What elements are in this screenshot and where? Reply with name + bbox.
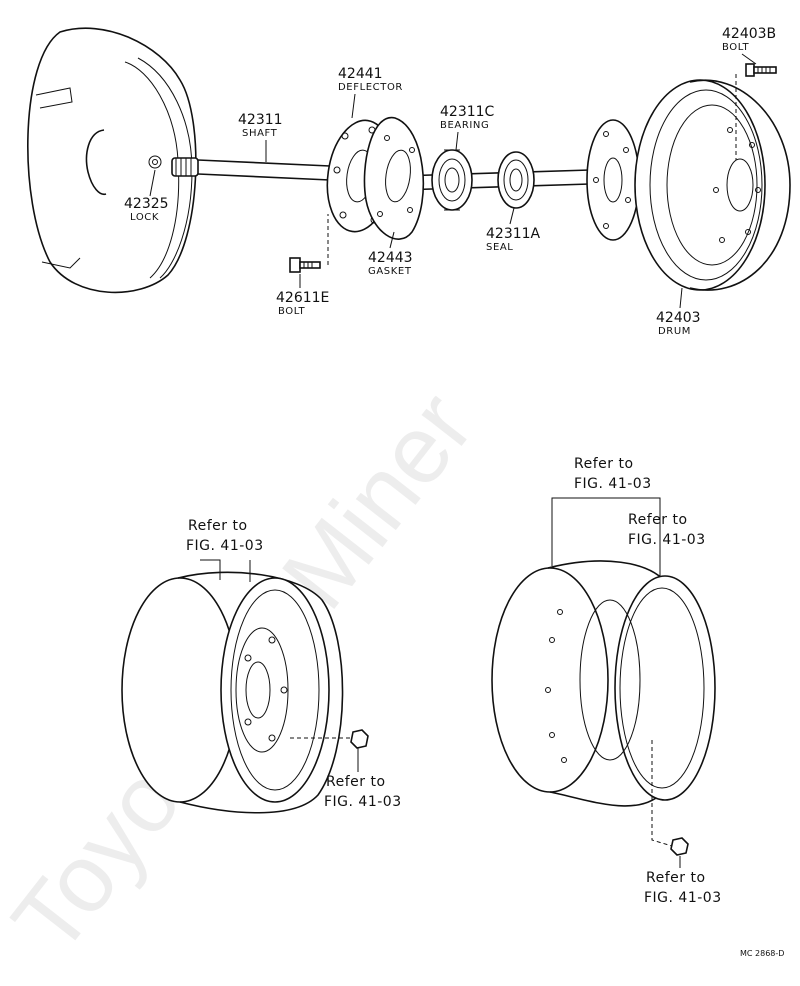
callout-shaft: 42311 SHAFT (238, 112, 283, 162)
part-number: 42311C (440, 104, 495, 120)
figure-code: MC 2868-D (740, 949, 784, 958)
part-number: 42441 (338, 66, 383, 82)
part-name: LOCK (130, 212, 159, 223)
bearing-drawing (431, 149, 473, 211)
drum-bolt-drawing (735, 63, 777, 160)
part-name: GASKET (368, 266, 412, 277)
gasket-drawing (363, 116, 425, 240)
part-name: SHAFT (242, 128, 278, 139)
part-number: 42325 (124, 196, 169, 212)
ref-line2: FIG. 41-03 (574, 476, 652, 492)
ref-line2: FIG. 41-03 (324, 794, 402, 810)
ref-line2: FIG. 41-03 (186, 538, 264, 554)
part-name: BOLT (278, 306, 306, 317)
part-number: 42311 (238, 112, 283, 128)
part-name: DRUM (658, 326, 691, 337)
part-name: BOLT (722, 42, 750, 53)
reference-right-rim: Refer to FIG. 41-03 (628, 512, 706, 548)
ref-line2: FIG. 41-03 (644, 890, 722, 906)
wheel-nut-right-drawing (651, 740, 689, 868)
backing-plate-drawing (27, 27, 197, 294)
reference-right-nut: Refer to FIG. 41-03 (644, 870, 722, 906)
callout-drum: 42403 DRUM (656, 287, 701, 337)
part-name: DEFLECTOR (338, 82, 403, 93)
brake-drum-drawing (634, 79, 791, 291)
callout-hub-bolt: 42611E BOLT (276, 274, 329, 317)
ref-line1: Refer to (646, 870, 706, 886)
callout-gasket: 42443 GASKET (368, 231, 413, 277)
callout-bearing: 42311C BEARING (440, 104, 495, 151)
ref-line1: Refer to (188, 518, 248, 534)
callout-lock: 42325 LOCK (124, 169, 169, 223)
part-number: 42611E (276, 290, 329, 306)
ref-line1: Refer to (628, 512, 688, 528)
callout-drum-bolt: 42403B BOLT (722, 26, 776, 65)
axle-shaft-drawing (171, 157, 591, 191)
callout-deflector: 42441 DEFLECTOR (338, 66, 403, 119)
part-number: 42403B (722, 26, 776, 42)
callout-seal: 42311A SEAL (486, 207, 541, 253)
part-name: SEAL (486, 242, 513, 253)
wheel-nut-left-drawing (290, 729, 369, 772)
part-number: 42403 (656, 310, 701, 326)
seal-drawing (497, 151, 535, 209)
part-number: 42443 (368, 250, 413, 266)
shaft-flange-drawing (586, 119, 640, 241)
ref-line1: Refer to (326, 774, 386, 790)
hub-bolt-drawing (289, 214, 329, 273)
part-name: BEARING (440, 120, 489, 131)
ref-line1: Refer to (574, 456, 634, 472)
reference-right-wheel-top: Refer to FIG. 41-03 (574, 456, 652, 492)
part-number: 42311A (486, 226, 541, 242)
reference-left-nut: Refer to FIG. 41-03 (324, 774, 402, 810)
wheel-left-drawing (121, 559, 344, 814)
ref-line2: FIG. 41-03 (628, 532, 706, 548)
reference-left-wheel: Refer to FIG. 41-03 (186, 518, 264, 554)
wheel-right-drawing (491, 497, 716, 807)
